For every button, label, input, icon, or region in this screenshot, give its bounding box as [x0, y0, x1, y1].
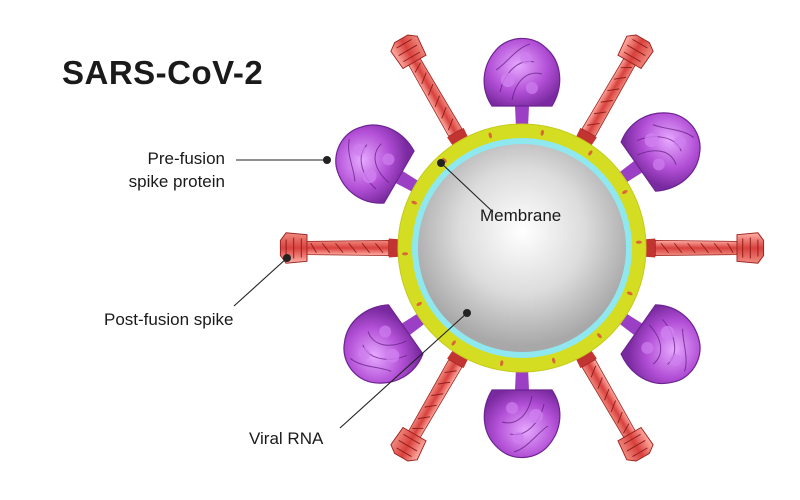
- envelope-protein: [451, 340, 456, 346]
- envelope-protein: [597, 333, 602, 339]
- rna-leader: [339, 312, 468, 429]
- label-prefusion-spike: Pre-fusion spike protein: [0, 147, 225, 193]
- envelope-proteins: [402, 129, 642, 367]
- envelope-protein: [416, 301, 422, 307]
- leader-lines: [233, 159, 494, 429]
- envelope-protein: [411, 200, 418, 205]
- postfusion-spike-icon: [387, 30, 476, 153]
- postfusion-leader: [233, 257, 288, 307]
- prefusion-dot: [323, 156, 331, 164]
- prefusion-spike-icon: [483, 367, 561, 459]
- label-prefusion-line1: Pre-fusion: [147, 149, 225, 168]
- label-membrane: Membrane: [480, 206, 562, 225]
- envelope-protein: [442, 157, 447, 163]
- postfusion-dot: [283, 254, 291, 262]
- postfusion-spike-icon: [641, 232, 765, 264]
- envelope-protein: [626, 291, 633, 296]
- envelope-protein: [588, 150, 593, 156]
- diagram-title: SARS-CoV-2: [62, 54, 264, 91]
- envelope-protein: [402, 252, 409, 256]
- envelope-protein: [622, 189, 628, 195]
- envelope-protein: [551, 357, 556, 364]
- viral-core: [418, 144, 626, 352]
- label-viral-rna: Viral RNA: [249, 429, 324, 448]
- leader-dots: [283, 156, 471, 317]
- envelope-protein: [635, 240, 642, 244]
- envelope-protein: [488, 132, 493, 139]
- envelope-protein: [540, 129, 544, 136]
- membrane-leader: [440, 162, 494, 213]
- label-prefusion-line2: spike protein: [128, 172, 225, 191]
- rna-dot: [463, 309, 471, 317]
- label-postfusion-spike: Post-fusion spike: [104, 310, 234, 329]
- envelope-protein: [500, 360, 504, 367]
- postfusion-spike-icon: [279, 232, 403, 264]
- membrane-dot: [437, 159, 445, 167]
- prefusion-spike-icon: [483, 37, 561, 129]
